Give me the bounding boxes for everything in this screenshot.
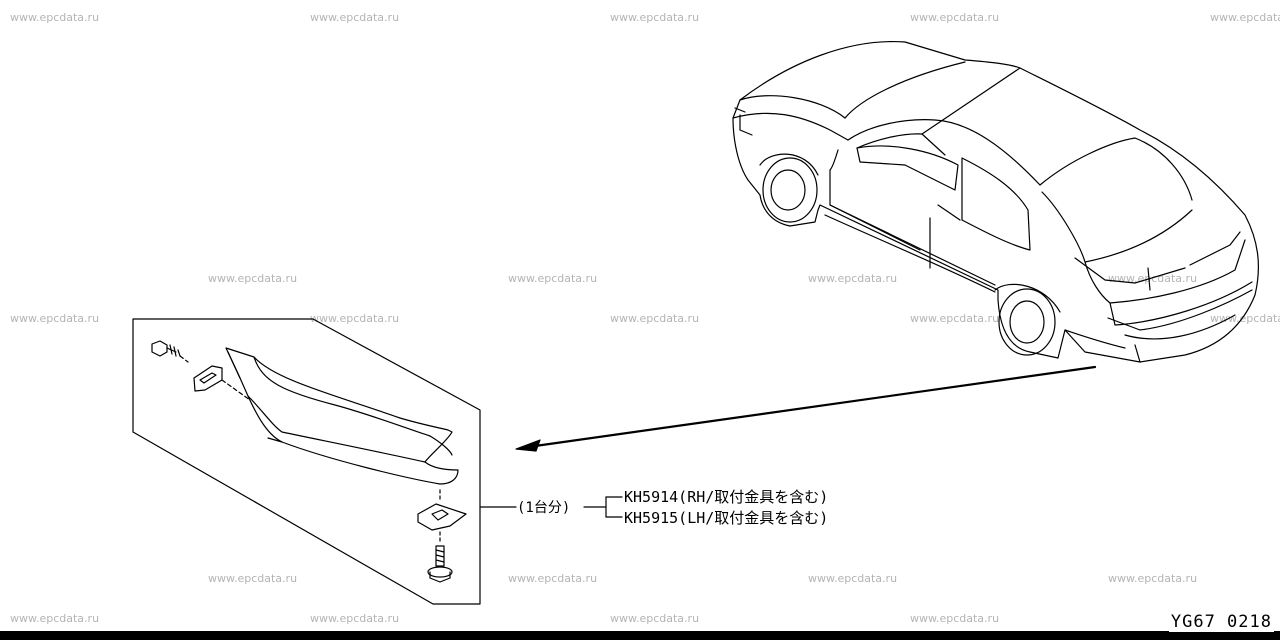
watermark: www.epcdata.ru (610, 612, 700, 625)
watermark: www.epcdata.ru (310, 11, 400, 24)
watermark: www.epcdata.ru (10, 612, 100, 625)
watermark: www.epcdata.ru (610, 312, 700, 325)
watermark: www.epcdata.ru (10, 11, 100, 24)
watermark: www.epcdata.ru (808, 272, 898, 285)
watermark: www.epcdata.ru (1210, 312, 1280, 325)
screw-top (151, 340, 189, 363)
watermark: www.epcdata.ru (1108, 572, 1198, 585)
bottom-bar (0, 631, 1280, 640)
bolt-bottom (427, 545, 453, 583)
part-number-rh: KH5914(RH/取付金具を含む) (624, 488, 828, 506)
watermark: www.epcdata.ru (10, 312, 100, 325)
watermark: www.epcdata.ru (208, 272, 298, 285)
detail-panel (132, 318, 481, 605)
clip-bottom (417, 489, 467, 543)
pointer-arrow (515, 365, 1097, 452)
watermark: www.epcdata.ru (910, 612, 1000, 625)
watermark: www.epcdata.ru (1210, 11, 1280, 24)
watermark: www.epcdata.ru (1108, 272, 1198, 285)
watermark: www.epcdata.ru (910, 11, 1000, 24)
set-quantity-label: (1台分) (517, 500, 570, 516)
watermark: www.epcdata.ru (310, 612, 400, 625)
diagram-code: YG67 0218 (1168, 612, 1274, 632)
car-illustration (732, 40, 1259, 363)
leader-lines (479, 496, 623, 518)
watermark: www.epcdata.ru (910, 312, 1000, 325)
part-number-lh: KH5915(LH/取付金具を含む) (624, 509, 828, 527)
watermark: www.epcdata.ru (508, 572, 598, 585)
mud-guard-part (225, 347, 459, 485)
watermark: www.epcdata.ru (808, 572, 898, 585)
watermark: www.epcdata.ru (610, 11, 700, 24)
watermark: www.epcdata.ru (310, 312, 400, 325)
watermark: www.epcdata.ru (508, 272, 598, 285)
watermark: www.epcdata.ru (208, 572, 298, 585)
clip-top (193, 365, 251, 401)
